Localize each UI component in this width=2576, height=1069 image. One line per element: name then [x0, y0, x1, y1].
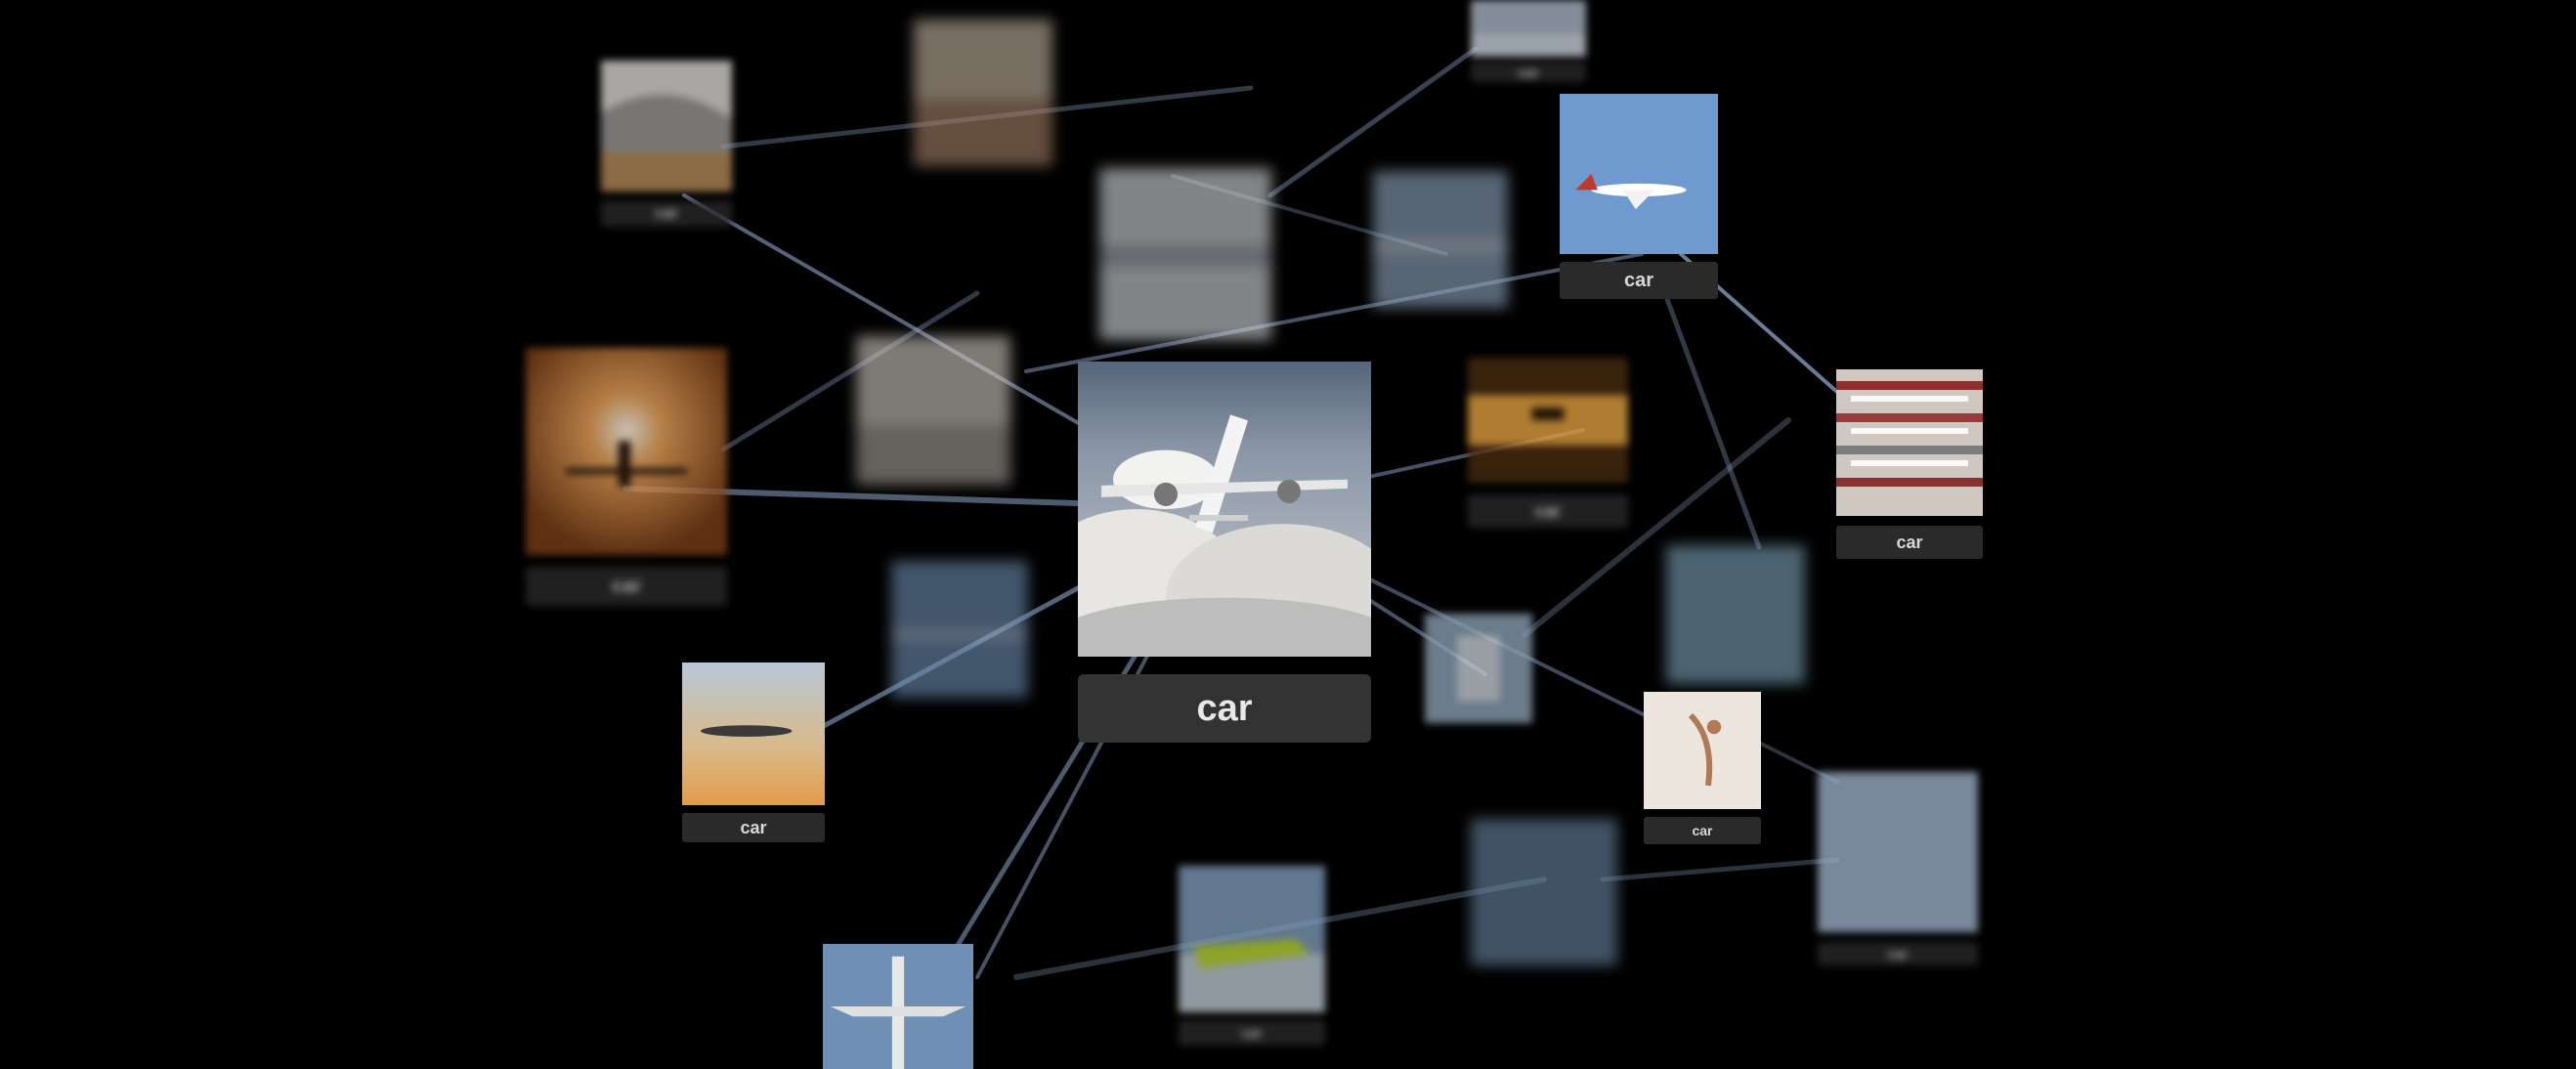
airplane-thumbnail [1425, 614, 1532, 723]
node-label: car [682, 813, 825, 842]
airplane-thumbnail [1666, 545, 1805, 684]
image-node-center-right[interactable] [1425, 614, 1532, 723]
airplane-thumbnail [1471, 819, 1617, 965]
airplane-thumbnail [526, 348, 727, 555]
airplane-thumbnail [1179, 866, 1325, 1012]
image-node-left-middle[interactable] [856, 336, 1010, 485]
airplane-thumbnail [1836, 369, 1983, 516]
image-node-top-edge[interactable]: car [1471, 0, 1586, 82]
node-label: car [1560, 262, 1718, 299]
image-node-upper-right-middle[interactable] [1373, 171, 1508, 308]
node-label: car [1179, 1020, 1325, 1046]
airplane-thumbnail [823, 944, 973, 1069]
airplane-thumbnail [682, 663, 825, 805]
image-node-small-right[interactable]: car [1644, 692, 1761, 844]
airplane-thumbnail [856, 336, 1010, 485]
airplane-thumbnail [1560, 94, 1718, 254]
airplane-thumbnail [891, 561, 1028, 698]
image-node-right-middle[interactable] [1666, 545, 1805, 684]
image-node-center[interactable]: car [1078, 362, 1371, 743]
image-node-top-center[interactable] [914, 20, 1052, 166]
airplane-thumbnail [1471, 0, 1586, 57]
image-node-upper-middle[interactable] [1099, 168, 1271, 340]
node-label: car [601, 201, 732, 227]
edge [1600, 857, 1840, 882]
node-label: car [1836, 526, 1983, 559]
airplane-thumbnail [1373, 171, 1508, 308]
edge [720, 290, 980, 452]
image-node-top-left[interactable]: car [601, 61, 732, 227]
edge [1267, 46, 1479, 198]
node-label: car [1471, 63, 1586, 82]
airplane-thumbnail [1468, 358, 1628, 483]
airplane-thumbnail [1078, 362, 1371, 657]
image-node-bottom-center[interactable]: car [1179, 866, 1325, 1046]
image-node-right[interactable]: car [1836, 369, 1983, 559]
image-node-top-right[interactable]: car [1560, 94, 1718, 299]
node-label: car [1468, 494, 1628, 528]
airplane-thumbnail [914, 20, 1052, 166]
edge [1024, 252, 1644, 373]
image-node-bottom-middle-right[interactable] [1471, 819, 1617, 965]
image-node-left-lower-middle[interactable] [891, 561, 1028, 698]
airplane-thumbnail [1818, 772, 1978, 932]
airplane-thumbnail [601, 61, 732, 192]
image-node-left[interactable]: car [526, 348, 727, 606]
node-label: car [1818, 942, 1978, 965]
image-node-bottom-left[interactable] [823, 944, 973, 1069]
image-node-right-orange[interactable]: car [1468, 358, 1628, 528]
edge [1658, 280, 1762, 550]
airplane-thumbnail [1099, 168, 1271, 340]
node-label: car [526, 567, 727, 606]
node-label: car [1644, 817, 1761, 844]
image-node-bottom-right[interactable]: car [1818, 772, 1978, 965]
node-label: car [1078, 674, 1371, 743]
edge [1522, 417, 1791, 638]
airplane-thumbnail [1644, 692, 1761, 809]
image-node-left-lower[interactable]: car [682, 663, 825, 842]
